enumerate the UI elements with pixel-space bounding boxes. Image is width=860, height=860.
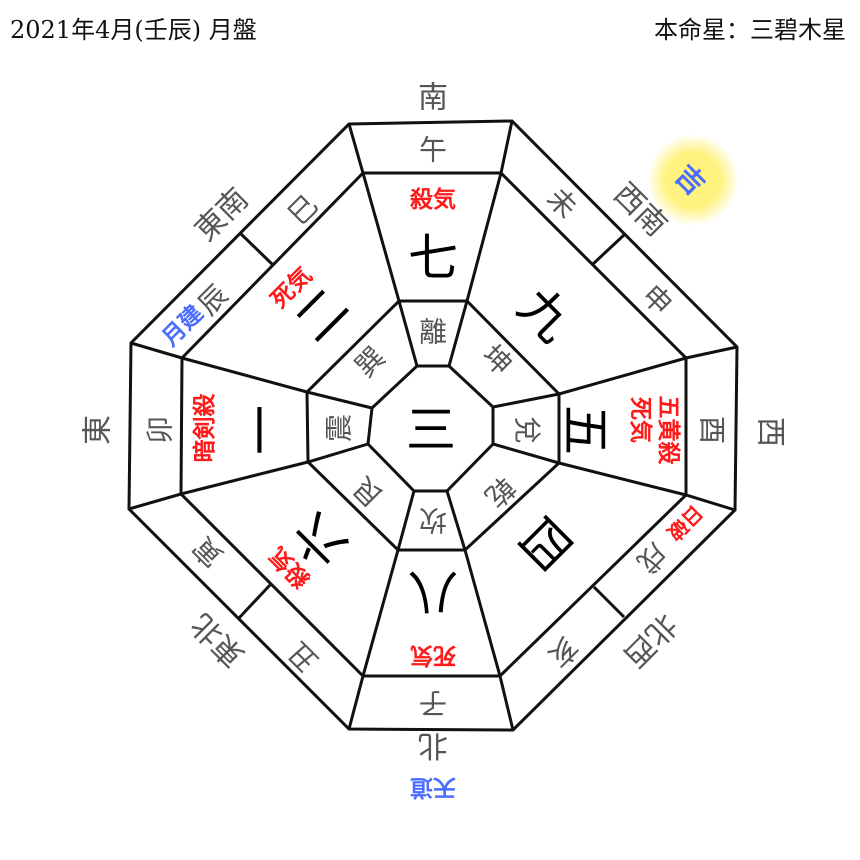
annotation-left: 暗剣殺: [191, 393, 218, 463]
radial-divider: [130, 341, 373, 410]
radial-divider: [447, 120, 514, 367]
branch-divider: [591, 233, 626, 266]
annotation-top: 殺気: [410, 186, 456, 213]
trigram-right: 兌: [511, 416, 544, 444]
star-bottom: 八: [408, 563, 458, 621]
branch-divider: [592, 585, 626, 619]
octagon-grid: [127, 119, 739, 732]
branch-divider: [238, 231, 275, 267]
direction-west: 西: [753, 417, 788, 447]
star-left: 一: [233, 405, 291, 455]
star-right: 五: [556, 405, 614, 455]
branch-u: 卯: [144, 416, 177, 444]
trigram-top: 離: [419, 316, 447, 349]
trigram-left: 震: [323, 414, 356, 442]
annotation-right-1: 五黄殺: [655, 396, 682, 466]
branch-ne: 子: [419, 687, 447, 720]
branch-tori: 酉: [696, 416, 729, 444]
radial-divider: [445, 490, 515, 731]
branch-mi: 巳: [281, 188, 324, 231]
trigram-upper-left: 巽: [348, 340, 391, 383]
honmeisei-label: 本命星：三碧木星: [654, 16, 846, 44]
radial-divider: [492, 442, 736, 512]
branch-divider: [237, 583, 272, 620]
branch-ushi: 丑: [281, 635, 324, 678]
radial-divider: [347, 123, 419, 367]
annotation-bottom: 死気: [410, 642, 456, 669]
trigram-bottom: 坎: [419, 504, 447, 537]
annotation-right-2: 死気: [627, 397, 654, 443]
tendo-label: 天道: [410, 774, 456, 801]
direction-east: 東: [81, 415, 116, 445]
kichi-glow: [647, 134, 739, 226]
star-lower-right: 四: [507, 505, 583, 581]
ring-0: [127, 119, 739, 732]
branch-uma: 午: [419, 134, 447, 167]
radial-divider: [128, 442, 369, 511]
star-upper-right: 九: [507, 277, 583, 353]
direction-south: 南: [418, 81, 448, 116]
radial-divider: [347, 490, 416, 730]
page-title: 2021年4月(壬辰) 月盤: [10, 16, 257, 44]
direction-north: 北: [418, 728, 448, 763]
star-center: 三: [406, 401, 456, 459]
radial-divider: [492, 345, 738, 409]
trigram-lower-right: 乾: [478, 470, 521, 513]
star-top: 七: [408, 229, 458, 287]
nichiha-label: 日破: [662, 500, 707, 545]
